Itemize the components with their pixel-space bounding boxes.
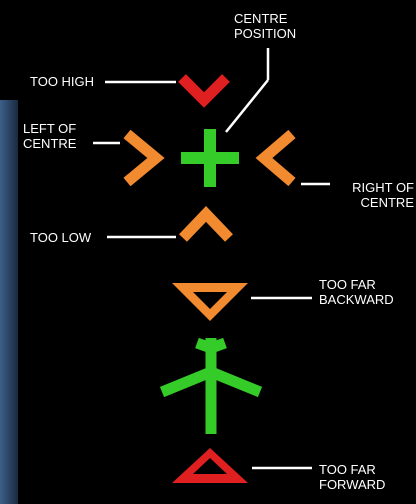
too-far-forward-triangle-icon: [172, 448, 248, 483]
label-centre-position: CENTRE POSITION: [234, 11, 314, 41]
too-far-backward-triangle-icon: [172, 283, 248, 321]
right-of-centre-chevron-icon: [264, 134, 292, 182]
side-panel: [0, 100, 18, 504]
label-too-low: TOO LOW: [30, 230, 91, 245]
label-too-high: TOO HIGH: [30, 74, 94, 89]
label-right-of-centre: RIGHT OF CENTRE: [330, 180, 414, 210]
aircraft-icon: [162, 338, 260, 434]
label-too-far-forward: TOO FAR FORWARD: [319, 462, 385, 492]
too-low-chevron-icon: [183, 214, 229, 238]
centre-plus-icon: [181, 129, 239, 187]
label-too-far-backward: TOO FAR BACKWARD: [319, 277, 394, 307]
too-high-chevron-icon: [182, 78, 226, 100]
left-of-centre-chevron-icon: [127, 134, 156, 182]
label-left-of-centre: LEFT OF CENTRE: [23, 121, 76, 151]
